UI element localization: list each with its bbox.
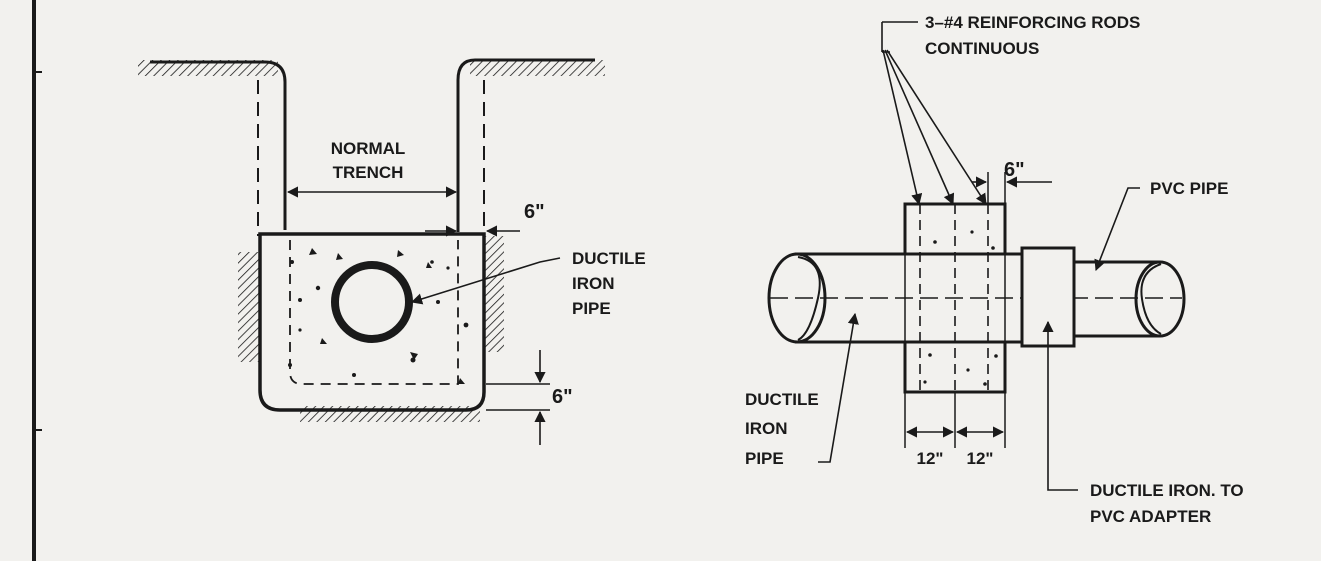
section-pipe-label-2: IRON (572, 274, 615, 293)
trench-label-2: TRENCH (333, 163, 404, 182)
section-pipe-label-1: DUCTILE (572, 249, 646, 268)
adapter-label-1: DUCTILE IRON. TO (1090, 481, 1244, 500)
rods-label-1: 3–#4 REINFORCING RODS (925, 13, 1140, 32)
elev-pipe-label-2: IRON (745, 419, 788, 438)
side-clearance-dim: 6" (524, 201, 545, 223)
ground-hatch-right (470, 60, 605, 76)
elev-pipe-label-3: PIPE (745, 449, 784, 468)
collar-width-right-dim: 12" (967, 449, 994, 468)
concrete-encasement (258, 232, 486, 412)
trench-section: NORMAL TRENCH 6" DUCTILE IRON PIPE 6" (138, 58, 646, 445)
elevation-view: 3–#4 REINFORCING RODS CONTINUOUS 6" PVC … (745, 13, 1244, 526)
elev-pipe-label-1: DUCTILE (745, 390, 819, 409)
trench-label-1: NORMAL (331, 139, 406, 158)
collar-offset-dim: 6" (1004, 159, 1025, 181)
adapter-label-2: PVC ADAPTER (1090, 507, 1211, 526)
bottom-clearance-dim: 6" (552, 386, 573, 408)
ground-hatch-left (138, 60, 278, 76)
rods-label-2: CONTINUOUS (925, 39, 1039, 58)
ductile-iron-pipe-section (331, 261, 413, 343)
soil-hatch-right (484, 236, 504, 352)
collar-width-left-dim: 12" (917, 449, 944, 468)
pvc-pipe (1074, 260, 1160, 338)
pvc-pipe-label: PVC PIPE (1150, 179, 1228, 198)
section-pipe-label-3: PIPE (572, 299, 611, 318)
soil-hatch-left (238, 252, 260, 362)
